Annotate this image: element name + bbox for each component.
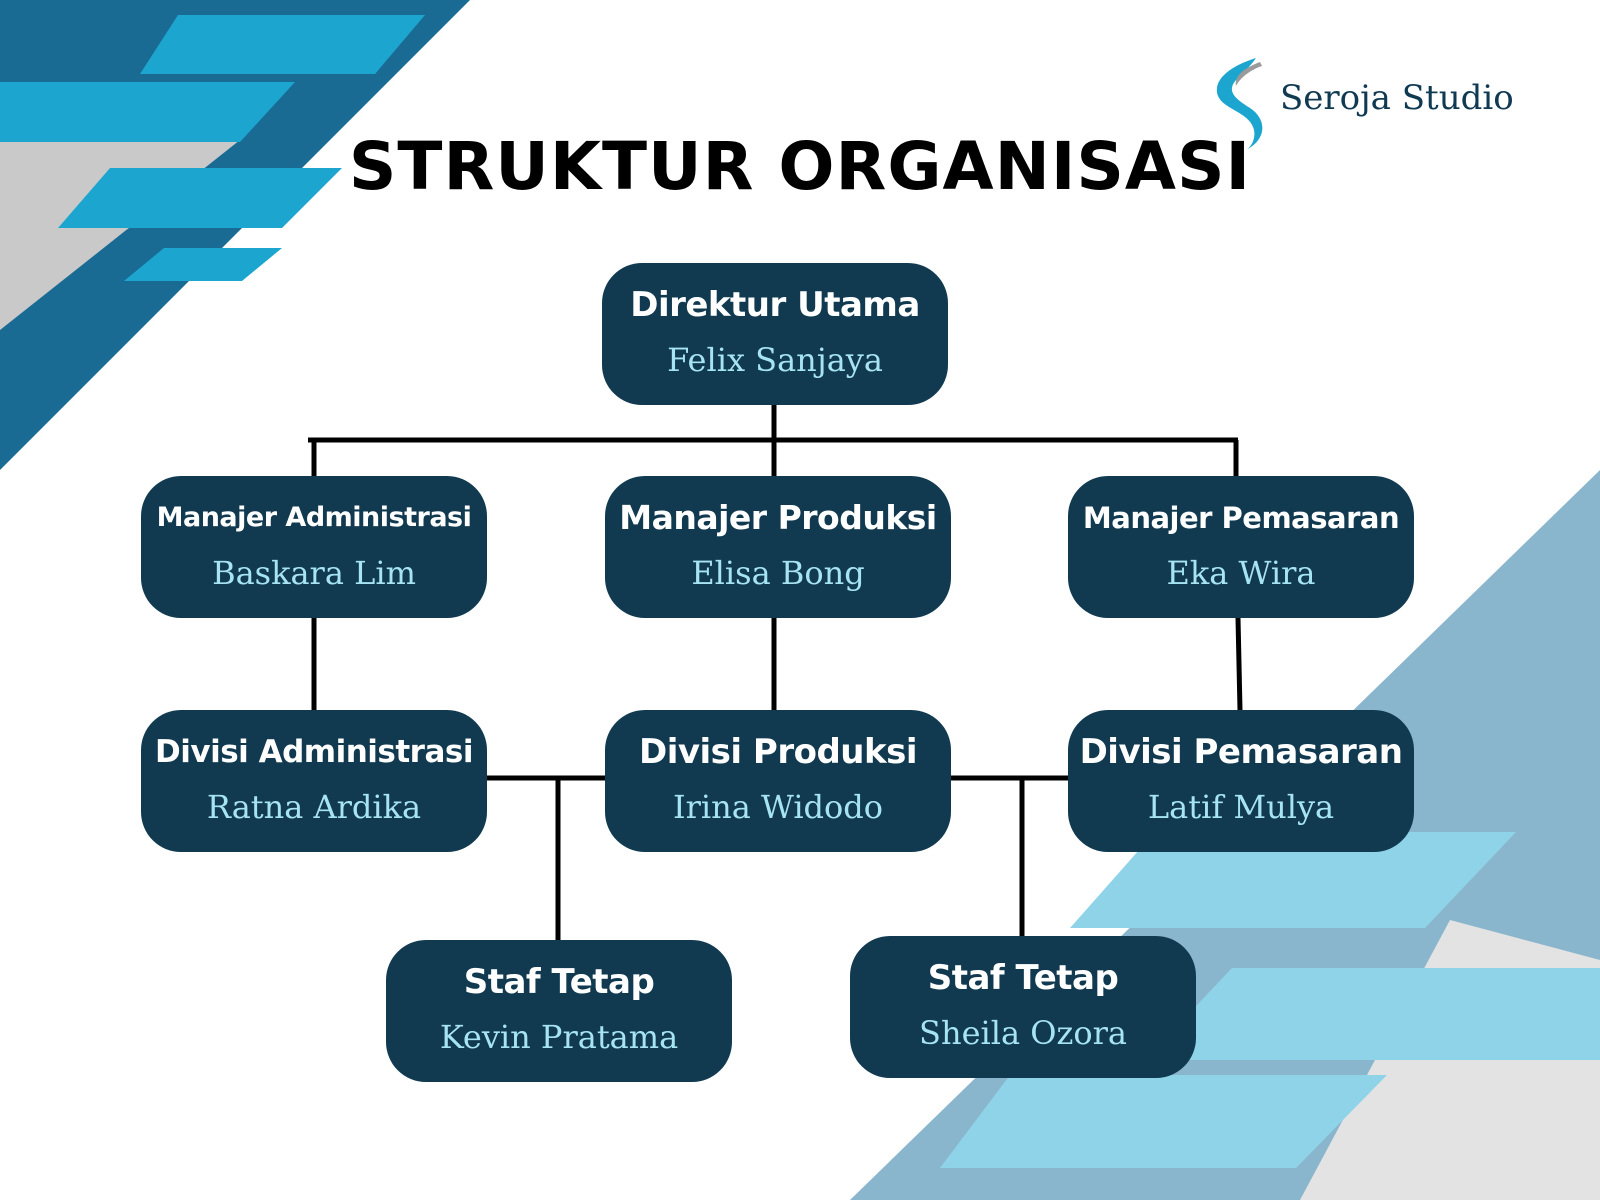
- connector-line: [1235, 617, 1243, 711]
- node-staf-tetap-1: Staf Tetap Kevin Pratama: [386, 940, 732, 1082]
- node-person-name: Eka Wira: [1166, 554, 1316, 592]
- node-role: Divisi Administrasi: [155, 734, 473, 770]
- ribbon-s-logo-icon: [1216, 58, 1263, 150]
- node-person-name: Baskara Lim: [212, 554, 416, 592]
- node-person-name: Kevin Pratama: [439, 1018, 679, 1056]
- node-role: Direktur Utama: [630, 285, 920, 325]
- page-title: STRUKTUR ORGANISASI: [348, 128, 1252, 205]
- node-divisi-produksi: Divisi Produksi Irina Widodo: [605, 710, 951, 852]
- node-divisi-pemasaran: Divisi Pemasaran Latif Mulya: [1068, 710, 1414, 852]
- node-role: Divisi Pemasaran: [1079, 732, 1403, 772]
- node-manajer-produksi: Manajer Produksi Elisa Bong: [605, 476, 951, 618]
- node-role: Staf Tetap: [927, 958, 1119, 998]
- node-divisi-administrasi: Divisi Administrasi Ratna Ardika: [141, 710, 487, 852]
- node-person-name: Irina Widodo: [672, 788, 884, 826]
- logo-text: Seroja Studio: [1280, 78, 1514, 118]
- node-role: Manajer Pemasaran: [1082, 501, 1400, 535]
- node-person-name: Felix Sanjaya: [667, 341, 883, 379]
- bg-stripe-2: [0, 82, 295, 142]
- node-role: Manajer Produksi: [619, 498, 937, 537]
- node-role: Divisi Produksi: [638, 732, 918, 772]
- node-person-name: Ratna Ardika: [206, 788, 422, 826]
- node-direktur-utama: Direktur Utama Felix Sanjaya: [602, 263, 948, 405]
- bg-stripe-1: [140, 15, 425, 74]
- node-person-name: Latif Mulya: [1147, 788, 1335, 826]
- node-role: Staf Tetap: [463, 962, 655, 1002]
- node-manajer-administrasi: Manajer Administrasi Baskara Lim: [141, 476, 487, 618]
- bg-stripe-4: [124, 248, 282, 281]
- node-person-name: Elisa Bong: [691, 554, 865, 592]
- node-role: Manajer Administrasi: [156, 502, 472, 533]
- node-staf-tetap-2: Staf Tetap Sheila Ozora: [850, 936, 1196, 1078]
- bg-stripe-3: [58, 168, 342, 228]
- bg-stripe-5: [1070, 832, 1516, 928]
- bg-stripe-6: [1145, 968, 1600, 1060]
- node-person-name: Sheila Ozora: [919, 1014, 1127, 1052]
- bg-stripe-7: [940, 1075, 1387, 1168]
- node-manajer-pemasaran: Manajer Pemasaran Eka Wira: [1068, 476, 1414, 618]
